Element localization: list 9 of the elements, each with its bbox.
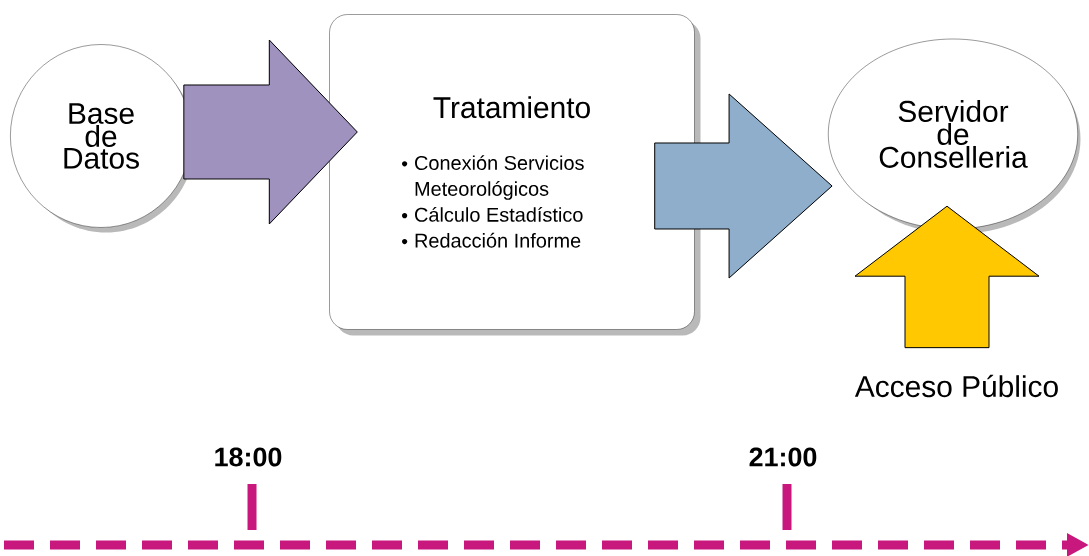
text-label: Acceso Público [854,374,1058,398]
process-box: Tratamiento Conexión Servicios Meteorológicos Cálculo Estadístico Redacción Informe [329,14,701,336]
block-arrow [654,93,833,279]
block-arrow [183,39,358,225]
circle-node: Servidor de Conselleria [828,38,1081,234]
circle-node: Base de Datos [10,44,195,233]
time-label: 18:00 [215,447,282,467]
block-arrow [854,205,1040,349]
time-label: 21:00 [749,447,817,467]
